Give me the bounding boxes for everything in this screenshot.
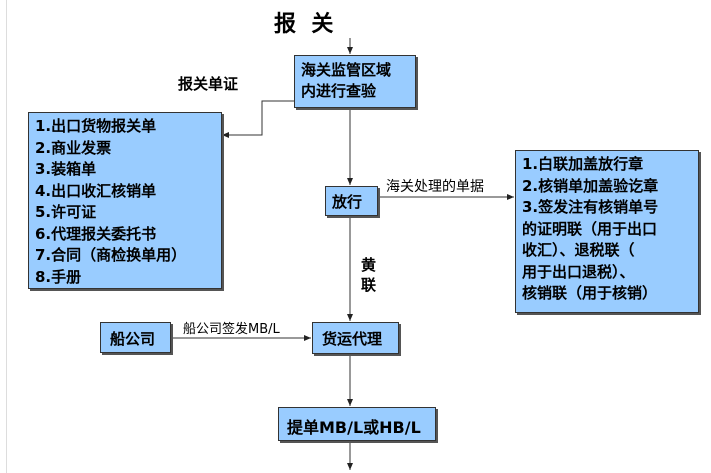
box-line: 海关监管区域 [301,61,392,79]
label-customs-processed-docs: 海关处理的单据 [386,179,484,195]
customs-doc-item: 收汇）、退税联（ [522,241,635,259]
customs-doc-item: 用于出口退税）、 [522,262,635,281]
box-freight-forwarder: 货运代理 [312,322,399,354]
doc-item: 5.许可证 [35,203,97,221]
box-line: 内进行查验 [301,82,377,100]
customs-doc-item: 3.签发注有核销单号 [522,198,659,216]
customs-doc-item: 2.核销单加盖验讫章 [522,176,659,195]
doc-item: 4.出口收汇核销单 [35,181,157,200]
doc-item: 1.出口货物报关单 [35,117,157,135]
box-shipping-company: 船公司 [100,322,171,353]
label-customs-documents: 报关单证 [178,75,239,93]
box-bill-of-lading: 提单MB/L或HB/L [278,407,436,441]
doc-item: 2.商业发票 [35,138,112,157]
box-customs-docs-list: 1.白联加盖放行章 2.核销单加盖验讫章 3.签发注有核销单号 的证明联（用于出… [515,150,699,313]
doc-item: 8.手册 [35,267,82,286]
doc-item: 3.装箱单 [35,160,97,178]
arrow-to-docs [222,100,294,138]
customs-doc-item: 的证明联（用于出口 [522,219,658,238]
box-release: 放行 [325,186,378,216]
label-char: 联 [361,276,377,294]
doc-item: 6.代理报关委托书 [35,224,157,243]
label-yellow-copy: 黄 联 [361,255,376,295]
box-documents-list: 1.出口货物报关单 2.商业发票 3.装箱单 4.出口收汇核销单 5.许可证 6… [28,112,222,289]
customs-doc-item: 1.白联加盖放行章 [522,155,644,173]
doc-item: 7.合同（商检换单用） [35,246,187,264]
label-shipping-issues-mbl: 船公司签发MB/L [183,322,280,337]
diagram-title: 报 关 [274,12,334,37]
customs-doc-item: 核销联（用于核销） [522,284,658,302]
label-char: 黄 [361,256,377,274]
box-customs-inspection: 海关监管区域 内进行查验 [294,55,416,108]
